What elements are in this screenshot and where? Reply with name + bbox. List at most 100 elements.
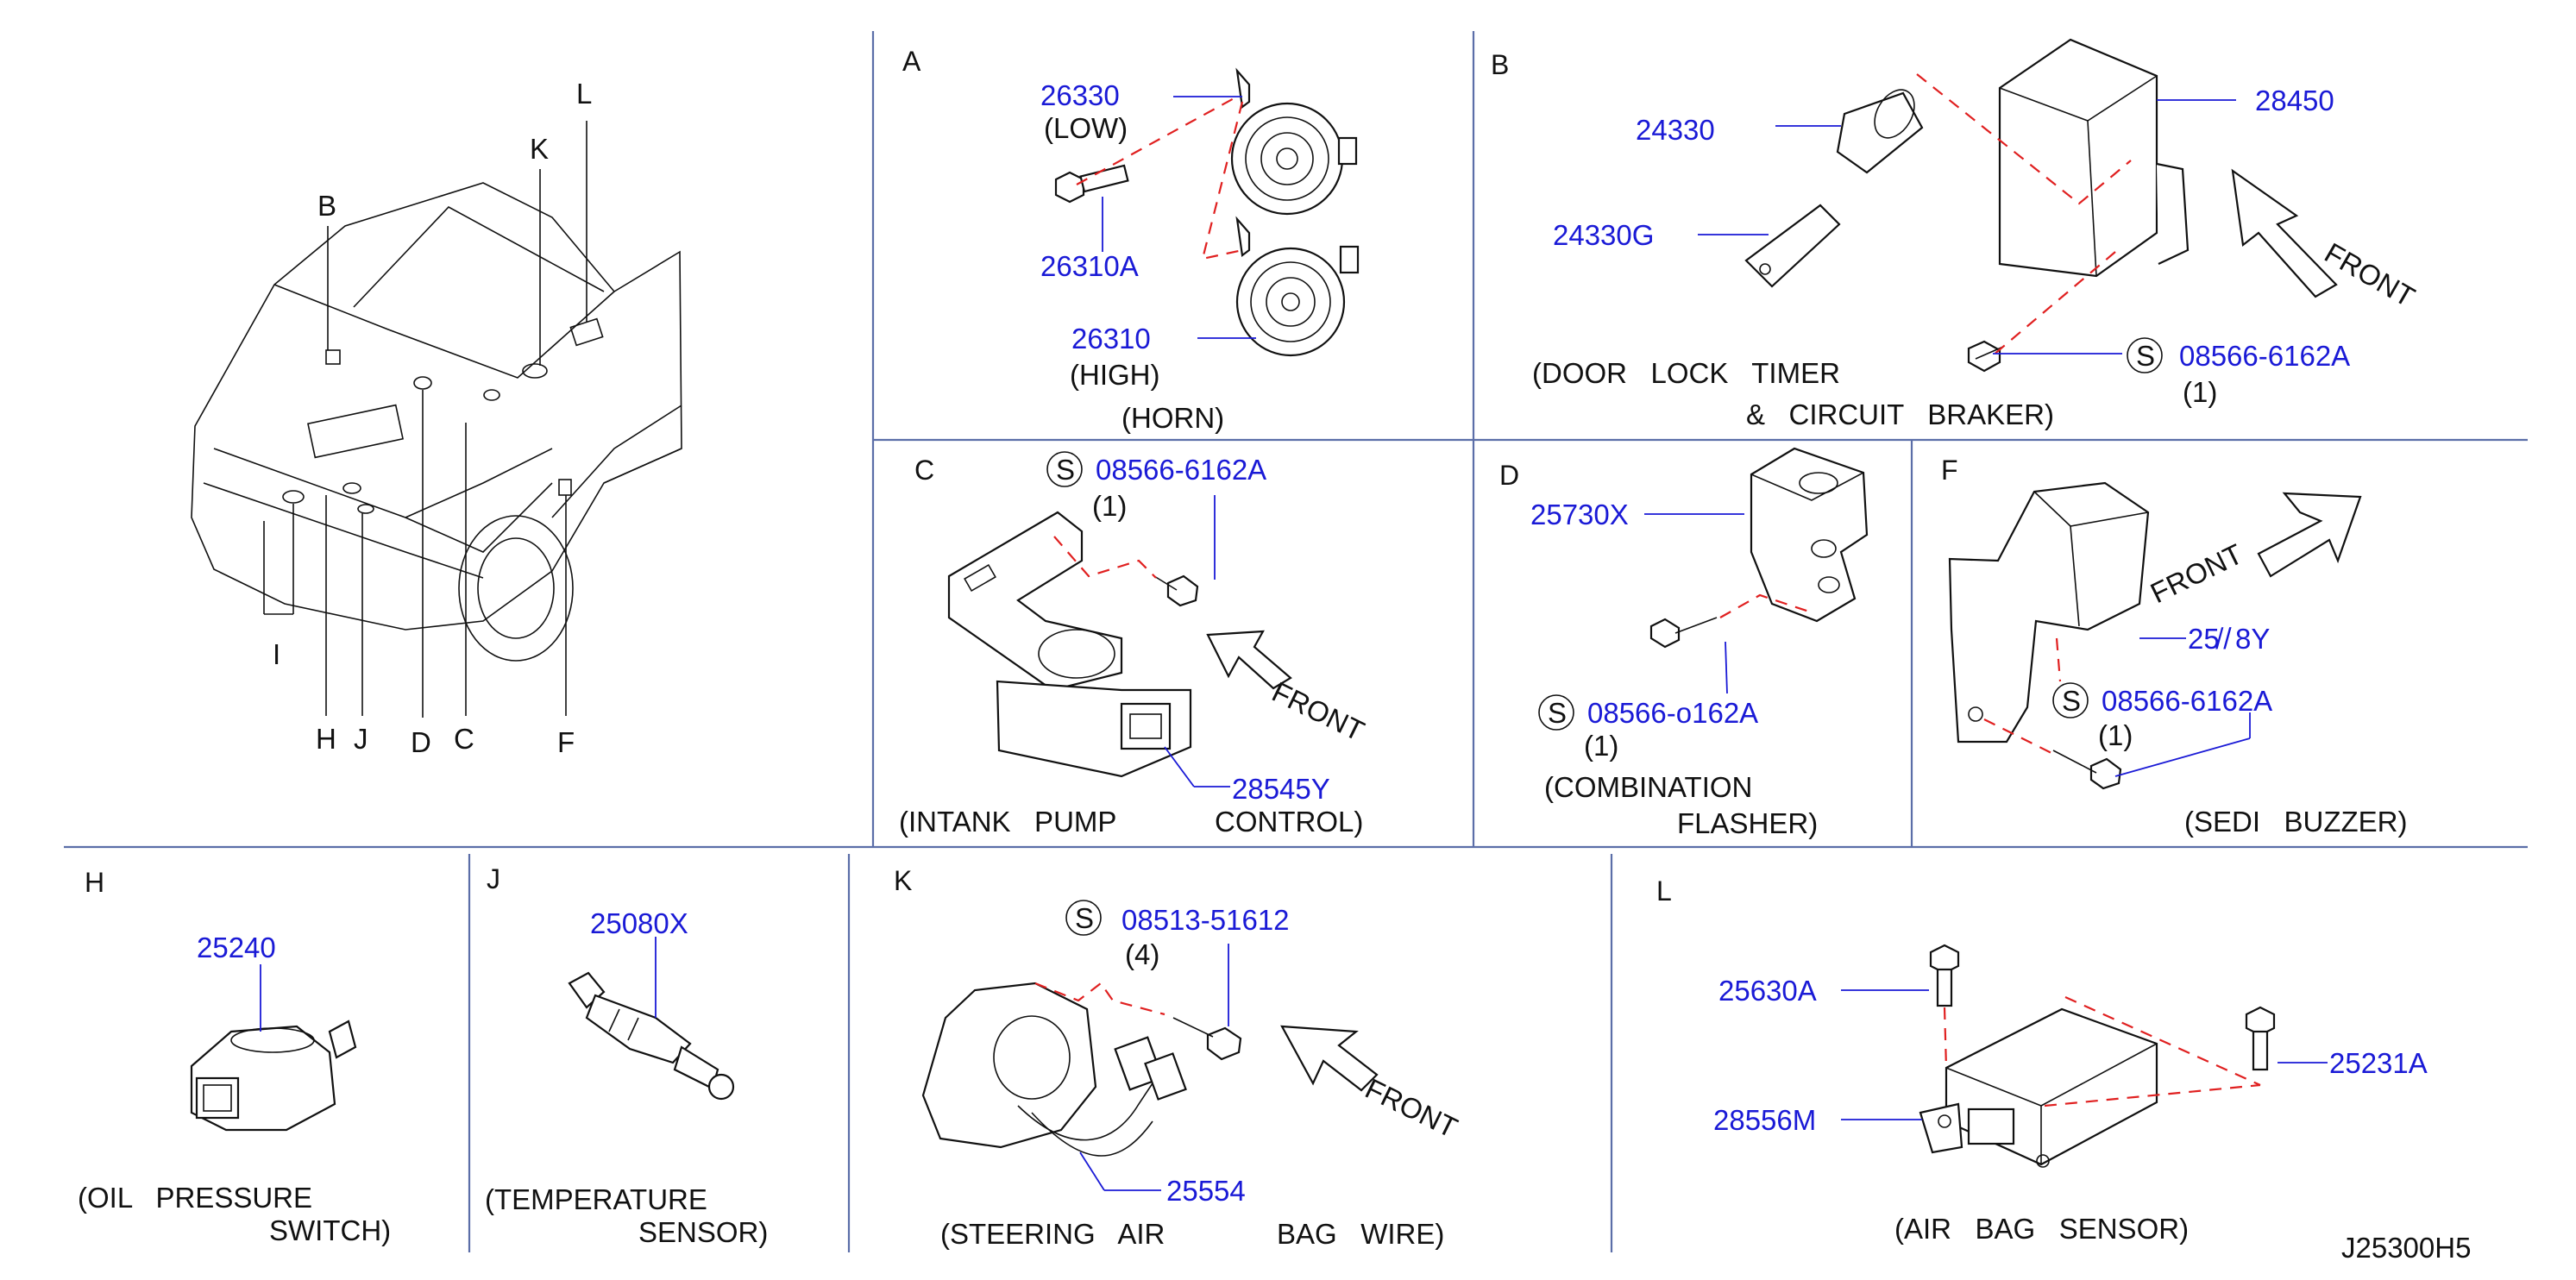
horn-low-note: (LOW) (1044, 112, 1128, 144)
overview-label-l: L (576, 78, 592, 110)
part-number-08513-51612: 08513-51612 (1122, 904, 1290, 936)
front-label-b: FRONT (2320, 236, 2421, 313)
caption-c-line2: CONTROL) (1215, 806, 1363, 838)
part-number-25730x: 25730X (1530, 499, 1629, 530)
flasher-25730x (1750, 447, 1869, 623)
section-letter-l: L (1656, 875, 1672, 907)
s-symbol-f: S (2062, 685, 2081, 717)
section-letter-j: J (487, 863, 500, 894)
part-number-08566-6162a-d: 08566-ο162A (1587, 697, 1758, 729)
qty-k: (4) (1125, 938, 1159, 970)
part-number-24330g: 24330G (1553, 219, 1654, 251)
part-number-25554: 25554 (1166, 1175, 1246, 1207)
section-f-sedi-buzzer: F FRONT 25̸ ̸̸ 8Y S 08566-6162A (1) (SED… (1941, 455, 2408, 838)
overview-label-h: H (316, 723, 336, 755)
front-arrow-b: FRONT (2231, 168, 2421, 313)
caption-j-line1: (TEMPERATURE (485, 1183, 707, 1215)
overview-label-k: K (530, 133, 549, 165)
part-number-24330: 24330 (1636, 114, 1715, 146)
front-arrow-k: FRONT (1280, 1025, 1462, 1144)
front-arrow-f: FRONT (2146, 492, 2362, 609)
s-symbol-k: S (1075, 902, 1094, 934)
s-symbol-d: S (1548, 697, 1567, 729)
horn-low-part (1230, 67, 1358, 216)
relay-24330 (1836, 89, 1924, 174)
caption-l: (AIR BAG SENSOR) (1894, 1213, 2189, 1245)
screw-f (2052, 750, 2122, 790)
front-label-k: FRONT (1360, 1072, 1462, 1144)
part-number-08566-6162a-c: 08566-6162A (1096, 454, 1266, 486)
caption-h-line2: SWITCH) (269, 1214, 391, 1246)
section-letter-h: H (85, 867, 104, 898)
section-k-steering-air-bag-wire: K S 08513-51612 (4) FRONT 25554 (STEERIN… (894, 865, 1462, 1250)
part-number-28545y: 28545Y (1232, 773, 1330, 805)
pump-control-28545y (947, 511, 1192, 778)
caption-h-line1: (OIL PRESSURE (78, 1182, 312, 1214)
bolt-25231a (2245, 1006, 2276, 1071)
section-letter-b: B (1491, 49, 1509, 80)
section-dividers (64, 31, 2528, 1252)
overview-label-c: C (454, 723, 474, 755)
screw-k (1172, 1017, 1242, 1061)
overview-leader-lines (263, 121, 587, 718)
buzzer-part (1948, 481, 2150, 744)
caption-d-line2: FLASHER) (1677, 807, 1818, 839)
caption-c-line1: (INTANK PUMP (899, 806, 1116, 838)
screw-d (1649, 617, 1718, 649)
horn-high-note: (HIGH) (1070, 359, 1159, 391)
section-h-oil-pressure-switch: H 25240 (OIL PRESSURE SWITCH) (78, 867, 391, 1246)
section-letter-a: A (902, 46, 921, 77)
vehicle-drawing (191, 182, 682, 662)
overview-label-i: I (273, 638, 280, 670)
section-letter-f: F (1941, 455, 1958, 486)
section-letter-k: K (894, 865, 912, 896)
part-number-28450: 28450 (2255, 85, 2334, 116)
front-label-f: FRONT (2146, 537, 2247, 609)
part-number-25630a: 25630A (1718, 975, 1817, 1007)
overview-label-d: D (411, 726, 431, 758)
qty-f: (1) (2098, 719, 2133, 751)
caption-k-line1: (STEERING AIR (940, 1218, 1165, 1250)
section-j-temperature-sensor: J 25080X (TEMPERATURE SENSOR) (485, 863, 768, 1248)
s-symbol-b: S (2136, 340, 2155, 372)
overview-label-j: J (354, 723, 368, 755)
drawing-id: J25300H5 (2341, 1232, 2471, 1264)
part-number-25080x: 25080X (590, 907, 688, 939)
section-letter-d: D (1499, 460, 1519, 491)
screw-b (1967, 340, 2004, 373)
part-number-25231a: 25231A (2329, 1047, 2428, 1079)
part-number-08566-6162a-b: 08566-6162A (2179, 340, 2350, 372)
caption-b-line1: (DOOR LOCK TIMER (1532, 357, 1840, 389)
temperature-sensor-part (568, 971, 735, 1101)
qty-b: (1) (2183, 376, 2217, 408)
oil-pressure-switch-part (190, 1020, 357, 1132)
section-a-horn: A 26330 (LOW) 26310A 26310 (HIGH (902, 46, 1360, 434)
overview-label-f: F (557, 726, 575, 758)
s-symbol-c: S (1056, 454, 1075, 486)
section-c-intank-pump: C S 08566-6162A (1) FRONT 28545Y (INTANK… (899, 451, 1369, 838)
section-letter-c: C (914, 455, 934, 486)
spiral-cable-25554 (921, 982, 1187, 1157)
section-b-door-lock-timer: B FRONT 24330 24330G 28450 (1491, 38, 2421, 430)
caption-b-line2: & CIRCUIT BRAKER) (1746, 398, 2054, 430)
part-number-28556m: 28556M (1713, 1104, 1816, 1136)
part-number-08566-6162a-f: 08566-6162A (2102, 685, 2272, 717)
qty-c: (1) (1092, 490, 1127, 522)
caption-horn: (HORN) (1122, 402, 1224, 434)
part-number-25240: 25240 (197, 932, 276, 963)
qty-d: (1) (1584, 730, 1618, 762)
caption-d-line1: (COMBINATION (1544, 771, 1752, 803)
vehicle-overview: B K L I H J D C F (191, 78, 682, 758)
caption-k-line2: BAG WIRE) (1277, 1218, 1444, 1250)
front-arrow-c: FRONT (1206, 630, 1369, 747)
timer-28450 (1998, 38, 2190, 278)
part-number-26310a: 26310A (1040, 250, 1139, 282)
horn-bolt (1054, 164, 1129, 204)
part-number-26330: 26330 (1040, 79, 1120, 111)
section-l-air-bag-sensor: L 25630A 25231A 28556M (AIR BAG SENSOR) (1656, 875, 2428, 1245)
part-number-26310: 26310 (1071, 323, 1151, 355)
part-number-25-8y: 25̸ ̸̸ 8Y (2188, 623, 2270, 655)
bolt-25630a (1929, 944, 1960, 1007)
section-d-combination-flasher: D 25730X S 08566-ο162A (1) (COMBINATION … (1499, 447, 1869, 839)
